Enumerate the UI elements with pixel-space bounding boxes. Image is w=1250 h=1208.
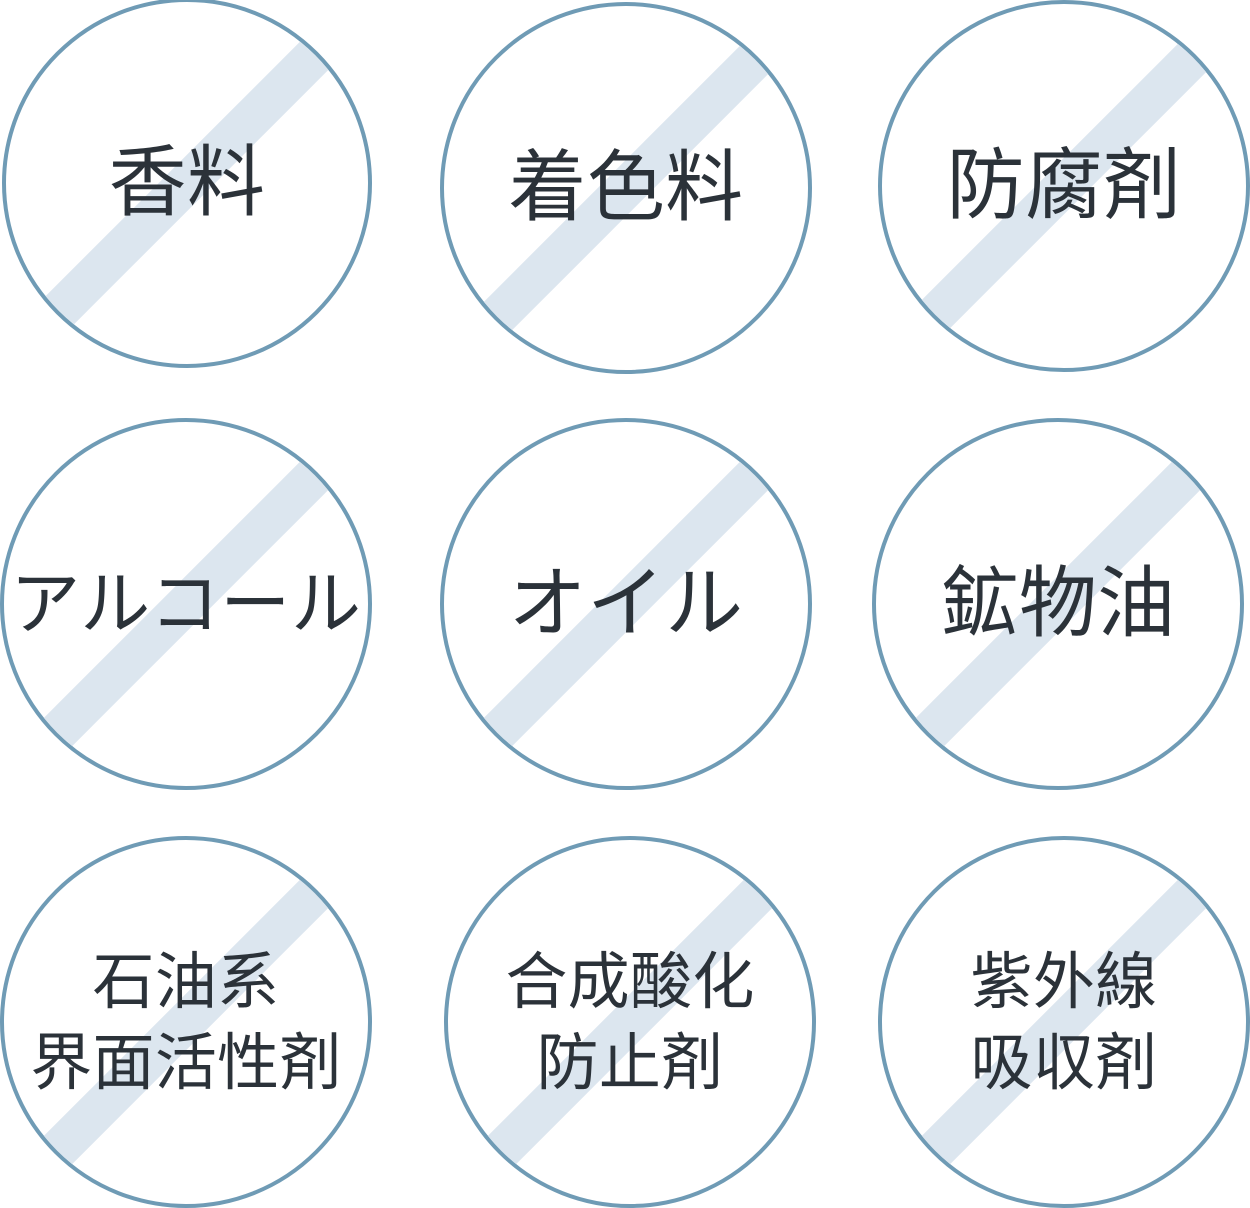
badge-label-colorant: 着色料 — [444, 6, 808, 370]
badge-label-line: 界面活性剤 — [30, 1026, 342, 1099]
free-from-badge-synthetic-antioxidant: 合成酸化防止剤 — [444, 836, 816, 1208]
badge-label-fragrance: 香料 — [6, 2, 368, 364]
badge-label-line: 防腐剤 — [946, 140, 1182, 231]
badge-label-alcohol: アルコール — [4, 422, 368, 786]
free-from-badge-preservative: 防腐剤 — [878, 0, 1250, 372]
badge-label-line: 香料 — [108, 137, 266, 228]
badge-label-line: 着色料 — [508, 142, 744, 233]
badge-label-preservative: 防腐剤 — [882, 4, 1246, 368]
free-from-badge-alcohol: アルコール — [0, 418, 372, 790]
badge-label-line: 紫外線 — [970, 944, 1158, 1018]
badge-label-line: 石油系 — [92, 944, 280, 1018]
badge-label-line: 鉱物油 — [940, 558, 1176, 649]
free-from-badge-mineral-oil: 鉱物油 — [872, 418, 1244, 790]
badge-label-mineral-oil: 鉱物油 — [876, 422, 1240, 786]
free-from-badge-petroleum-surfactant: 石油系界面活性剤 — [0, 836, 372, 1208]
free-from-badge-uv-absorber: 紫外線吸収剤 — [878, 836, 1250, 1208]
badge-label-synthetic-antioxidant: 合成酸化防止剤 — [448, 840, 812, 1204]
free-from-badge-colorant: 着色料 — [440, 2, 812, 374]
badge-label-line: オイル — [508, 558, 744, 649]
badge-label-uv-absorber: 紫外線吸収剤 — [882, 840, 1246, 1204]
free-from-badge-fragrance: 香料 — [2, 0, 372, 368]
badge-label-oil: オイル — [444, 422, 808, 786]
badge-label-petroleum-surfactant: 石油系界面活性剤 — [4, 840, 368, 1204]
free-from-badge-oil: オイル — [440, 418, 812, 790]
badge-label-line: 合成酸化 — [505, 944, 755, 1018]
badge-label-line: 吸収剤 — [970, 1026, 1158, 1099]
badge-label-line: アルコール — [10, 562, 362, 645]
badge-label-line: 防止剤 — [536, 1026, 724, 1099]
